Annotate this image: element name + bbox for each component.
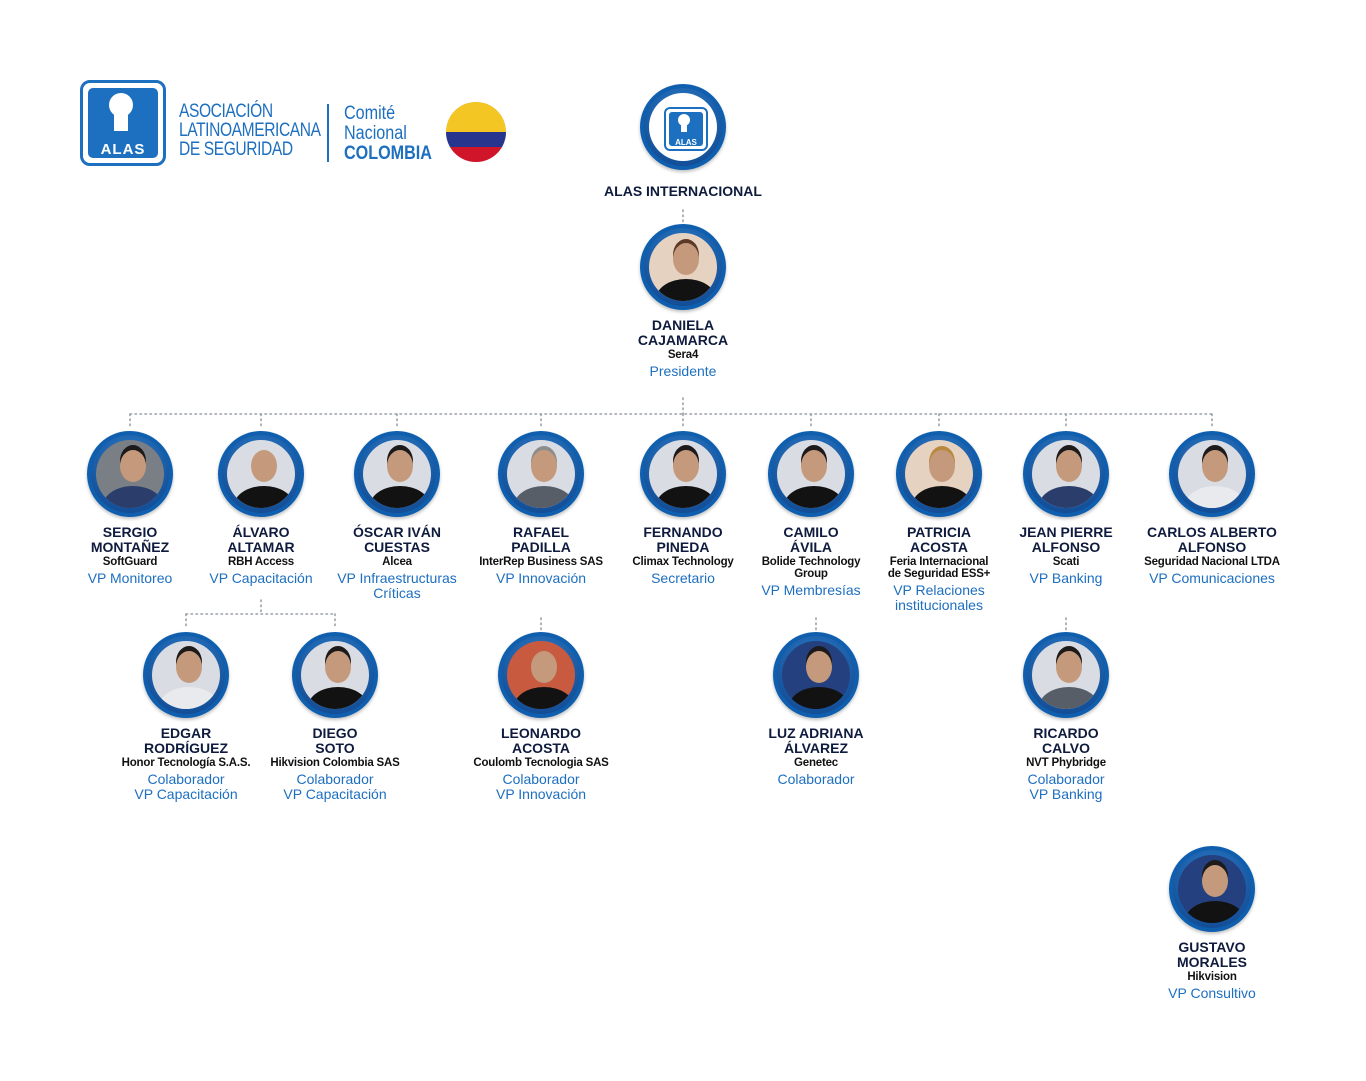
avatar (640, 224, 726, 310)
member-company: RBH Access (228, 556, 294, 568)
node-vp: CARLOS ALBERTO ALFONSO Seguridad Naciona… (1114, 431, 1310, 586)
member-role: Colaborador VP Capacitación (134, 771, 238, 802)
avatar (1023, 632, 1109, 718)
avatar (354, 431, 440, 517)
member-name: SERGIO MONTAÑEZ (90, 524, 170, 555)
member-role: VP Capacitación (209, 570, 313, 586)
node-vp: ÁLVARO ALTAMAR RBH Access VP Capacitació… (163, 431, 359, 586)
root-logo-abbr: ALAS (675, 138, 697, 147)
node-president: DANIELA CAJAMARCA Sera4 Presidente (585, 224, 781, 379)
committee-name: Comité Nacional COLOMBIA (344, 104, 447, 164)
member-name: CARLOS ALBERTO ALFONSO (1147, 524, 1277, 555)
member-role: Presidente (649, 363, 717, 379)
avatar (292, 632, 378, 718)
avatar (768, 431, 854, 517)
avatar (640, 431, 726, 517)
member-name: LUZ ADRIANA ÁLVAREZ (768, 725, 864, 756)
node-collaborator: EDGAR RODRÍGUEZ Honor Tecnología S.A.S. … (88, 632, 284, 802)
avatar (143, 632, 229, 718)
member-role: VP Monitoreo (87, 570, 173, 586)
node-collaborator: LUZ ADRIANA ÁLVAREZ Genetec Colaborador (718, 632, 914, 787)
member-name: CAMILO ÁVILA (783, 524, 839, 555)
committee-line: Nacional (344, 123, 407, 144)
organization-name: ASOCIACIÓN LATINOAMERICANA DE SEGURIDAD (179, 102, 329, 159)
member-name: DANIELA CAJAMARCA (637, 317, 729, 348)
node-vp: RAFAEL PADILLA InterRep Business SAS VP … (443, 431, 639, 586)
avatar (773, 632, 859, 718)
avatar (1023, 431, 1109, 517)
member-role: VP Membresías (761, 582, 861, 598)
member-company: Scati (1052, 556, 1080, 568)
member-company: NVT Phybridge (1026, 757, 1106, 769)
member-role: VP Consultivo (1168, 985, 1256, 1001)
node-vp: FERNANDO PINEDA Climax Technology Secret… (585, 431, 781, 586)
node-vp: SERGIO MONTAÑEZ SoftGuard VP Monitoreo (32, 431, 228, 586)
member-name: ÁLVARO ALTAMAR (227, 524, 295, 555)
avatar (1169, 431, 1255, 517)
member-name: DIEGO SOTO (312, 725, 358, 756)
node-alas-internacional: ALAS ALAS INTERNACIONAL (585, 84, 781, 199)
member-role: Colaborador VP Innovación (495, 771, 587, 802)
member-company: Hikvision Colombia SAS (270, 757, 400, 769)
avatar (87, 431, 173, 517)
node-vp: CAMILO ÁVILA Bolide Technology Group VP … (713, 431, 909, 598)
avatar (498, 632, 584, 718)
node-consultant: GUSTAVO MORALES Hikvision VP Consultivo (1114, 846, 1310, 1001)
org-line: DE SEGURIDAD (179, 139, 293, 160)
member-company: Sera4 (667, 349, 699, 361)
member-name: JEAN PIERRE ALFONSO (1019, 524, 1113, 555)
member-name: FERNANDO PINEDA (643, 524, 723, 555)
committee-line: Comité (344, 103, 396, 124)
member-name: EDGAR RODRÍGUEZ (144, 725, 228, 756)
member-name: PATRICIA ACOSTA (906, 524, 972, 555)
avatar (1169, 846, 1255, 932)
node-collaborator: DIEGO SOTO Hikvision Colombia SAS Colabo… (237, 632, 433, 802)
member-company: Hikvision (1187, 971, 1237, 983)
member-role: VP Relaciones institucionales (893, 582, 985, 613)
member-name: RAFAEL PADILLA (511, 524, 571, 555)
node-vp: ÓSCAR IVÁN CUESTAS Alcea VP Infraestruct… (299, 431, 495, 601)
colombia-flag-icon (446, 102, 506, 162)
member-company: Genetec (794, 757, 838, 769)
member-name: ÓSCAR IVÁN CUESTAS (353, 524, 441, 555)
root-label: ALAS INTERNACIONAL (604, 183, 762, 199)
member-role: VP Infraestructuras Críticas (337, 570, 457, 601)
logo-divider (327, 104, 329, 162)
member-role: Colaborador VP Capacitación (283, 771, 387, 802)
member-company: Honor Tecnología S.A.S. (121, 757, 251, 769)
org-line: ASOCIACIÓN (179, 101, 273, 122)
org-line: LATINOAMERICANA (179, 120, 321, 141)
member-role: VP Innovación (495, 570, 587, 586)
node-vp: JEAN PIERRE ALFONSO Scati VP Banking (968, 431, 1164, 586)
member-company: InterRep Business SAS (479, 556, 603, 568)
member-role: Secretario (651, 570, 715, 586)
member-company: Coulomb Tecnologia SAS (473, 757, 609, 769)
member-company: Bolide Technology Group (761, 556, 861, 580)
member-name: GUSTAVO MORALES (1177, 939, 1247, 970)
member-role: VP Banking (1029, 570, 1103, 586)
member-name: LEONARDO ACOSTA (500, 725, 582, 756)
member-role: Colaborador VP Banking (1027, 771, 1105, 802)
node-collaborator: RICARDO CALVO NVT Phybridge Colaborador … (968, 632, 1164, 802)
member-company: Feria Internacional de Seguridad ESS+ (887, 556, 991, 580)
avatar (498, 431, 584, 517)
avatar (218, 431, 304, 517)
member-company: Seguridad Nacional LTDA (1144, 556, 1280, 568)
avatar (896, 431, 982, 517)
alas-logo-icon: ALAS (640, 84, 726, 170)
member-company: SoftGuard (102, 556, 158, 568)
logo-abbr: ALAS (100, 141, 146, 158)
member-role: Colaborador (777, 771, 855, 787)
committee-country: COLOMBIA (344, 143, 432, 164)
alas-logo-icon: ALAS (80, 80, 166, 166)
member-name: RICARDO CALVO (1033, 725, 1099, 756)
member-role: VP Comunicaciones (1149, 570, 1275, 586)
member-company: Climax Technology (632, 556, 734, 568)
node-vp: PATRICIA ACOSTA Feria Internacional de S… (841, 431, 1037, 613)
member-company: Alcea (382, 556, 412, 568)
node-collaborator: LEONARDO ACOSTA Coulomb Tecnologia SAS C… (443, 632, 639, 802)
